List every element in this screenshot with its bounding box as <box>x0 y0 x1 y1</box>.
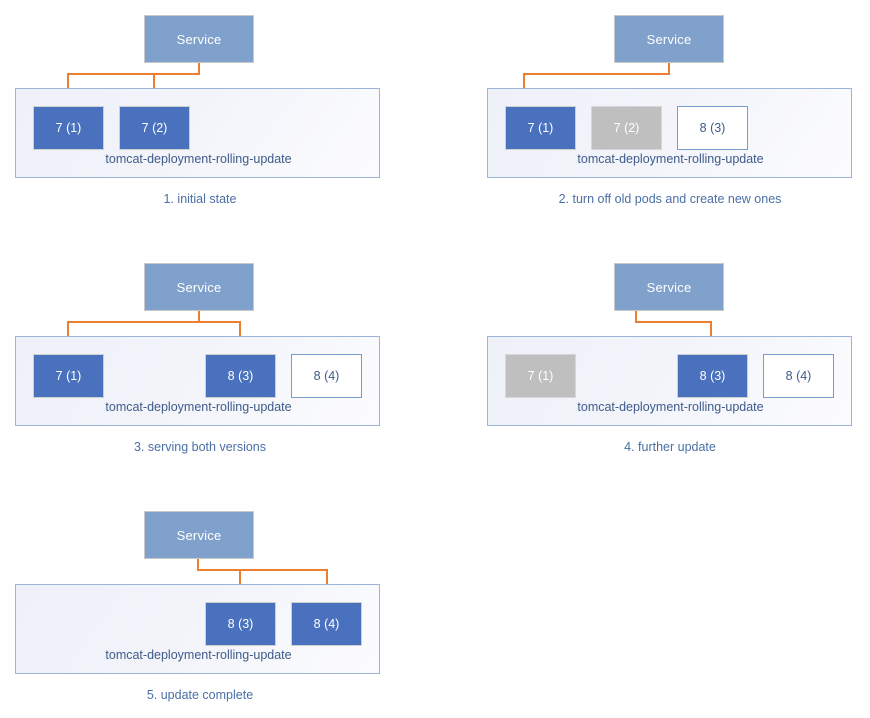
pod-label: 7 (1) <box>527 369 554 383</box>
panel-4-further-update: Service 7 (1) 8 (3) 8 (4) tomcat-deploym… <box>470 248 870 463</box>
deployment-label: tomcat-deployment-rolling-update <box>577 152 764 166</box>
service-label: Service <box>646 279 692 295</box>
pod-box[interactable]: 7 (1) <box>505 106 576 150</box>
deployment-label: tomcat-deployment-rolling-update <box>577 400 764 414</box>
panel-1-initial-state: Service 7 (1) 7 (2) tomcat-deployment-ro… <box>0 0 400 215</box>
service-label: Service <box>176 279 222 295</box>
service-box[interactable]: Service <box>614 15 724 63</box>
pod-label: 8 (4) <box>313 617 340 631</box>
pod-box[interactable]: 8 (3) <box>677 106 748 150</box>
connector-bus <box>67 73 200 75</box>
service-label: Service <box>176 527 222 543</box>
panel-caption: 4. further update <box>624 440 716 454</box>
deployment-box[interactable]: 7 (1) 8 (3) 8 (4) tomcat-deployment-roll… <box>487 336 852 426</box>
connector-drop-slot3 <box>710 321 712 349</box>
pod-label: 8 (3) <box>699 369 726 383</box>
deployment-box[interactable]: 7 (1) 7 (2) 8 (3) tomcat-deployment-roll… <box>487 88 852 178</box>
panel-caption: 2. turn off old pods and create new ones <box>558 192 782 206</box>
service-box[interactable]: Service <box>144 263 254 311</box>
pod-label: 7 (2) <box>141 121 168 135</box>
panel-caption: 5. update complete <box>146 688 254 702</box>
deployment-box[interactable]: 7 (1) 7 (2) tomcat-deployment-rolling-up… <box>15 88 380 178</box>
service-label: Service <box>646 31 692 47</box>
pod-box[interactable]: 7 (1) <box>33 106 104 150</box>
connector-drop-slot3 <box>239 569 241 591</box>
deployment-label: tomcat-deployment-rolling-update <box>105 648 292 662</box>
connector-bus <box>523 73 670 75</box>
pod-box[interactable]: 7 (1) <box>505 354 576 398</box>
pod-box[interactable]: 8 (3) <box>677 354 748 398</box>
pod-label: 8 (3) <box>227 617 254 631</box>
panel-5-update-complete: Service 8 (3) 8 (4) tomcat-deployment-ro… <box>0 496 400 711</box>
pod-label: 7 (2) <box>613 121 640 135</box>
deployment-box[interactable]: 7 (1) 8 (3) 8 (4) tomcat-deployment-roll… <box>15 336 380 426</box>
service-box[interactable]: Service <box>144 511 254 559</box>
pod-box[interactable]: 8 (4) <box>291 354 362 398</box>
connector-service-stub <box>197 559 199 571</box>
connector-drop-slot1 <box>523 73 525 95</box>
connector-service-stub <box>198 311 200 323</box>
pod-box[interactable]: 8 (3) <box>205 354 276 398</box>
panel-3-serving-both-versions: Service 7 (1) 8 (3) 8 (4) tomcat-deploym… <box>0 248 400 463</box>
pod-label: 7 (1) <box>55 369 82 383</box>
service-label: Service <box>176 31 222 47</box>
pod-box[interactable]: 8 (4) <box>291 602 362 646</box>
pod-label: 7 (1) <box>55 121 82 135</box>
pod-box[interactable]: 7 (2) <box>591 106 662 150</box>
pod-label: 8 (4) <box>313 369 340 383</box>
service-box[interactable]: Service <box>614 263 724 311</box>
connector-bus <box>67 321 240 323</box>
connector-bus <box>197 569 328 571</box>
pod-box[interactable]: 7 (1) <box>33 354 104 398</box>
connector-service-stub <box>635 311 637 323</box>
connector-bus <box>635 321 712 323</box>
pod-label: 8 (3) <box>699 121 726 135</box>
connector-drop-slot4 <box>326 569 328 591</box>
service-box[interactable]: Service <box>144 15 254 63</box>
panel-2-turn-off-old-pods: Service 7 (1) 7 (2) 8 (3) tomcat-deploym… <box>470 0 870 215</box>
pod-label: 7 (1) <box>527 121 554 135</box>
panel-caption: 3. serving both versions <box>133 440 266 454</box>
panel-caption: 1. initial state <box>163 192 237 206</box>
pod-box[interactable]: 8 (4) <box>763 354 834 398</box>
connector-drop-slot2 <box>153 73 155 95</box>
deployment-label: tomcat-deployment-rolling-update <box>105 152 292 166</box>
connector-drop-slot1 <box>67 73 69 95</box>
deployment-box[interactable]: 8 (3) 8 (4) tomcat-deployment-rolling-up… <box>15 584 380 674</box>
pod-label: 8 (3) <box>227 369 254 383</box>
connector-drop-slot1 <box>67 321 69 343</box>
connector-service-stub <box>198 63 200 75</box>
pod-box[interactable]: 8 (3) <box>205 602 276 646</box>
connector-drop-slot3 <box>239 321 241 343</box>
connector-service-stub <box>668 63 670 75</box>
pod-label: 8 (4) <box>785 369 812 383</box>
deployment-label: tomcat-deployment-rolling-update <box>105 400 292 414</box>
pod-box[interactable]: 7 (2) <box>119 106 190 150</box>
